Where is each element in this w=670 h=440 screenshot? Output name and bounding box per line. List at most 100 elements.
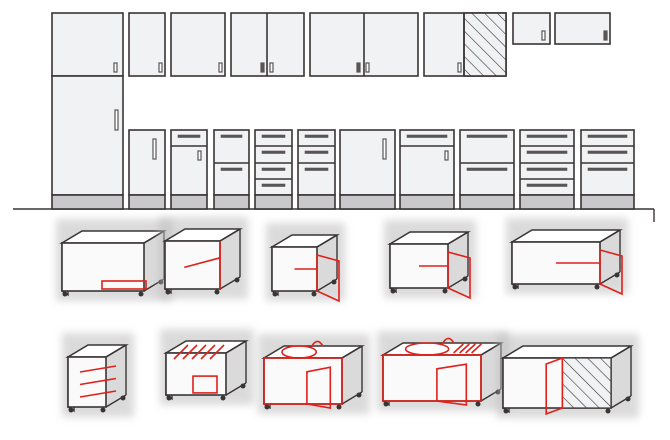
red-faucet xyxy=(310,340,324,349)
base-cabinet xyxy=(339,129,396,210)
handle-horizontal xyxy=(304,134,329,138)
caster-foot xyxy=(100,407,106,413)
plinth xyxy=(519,194,575,210)
caster-foot xyxy=(240,383,246,389)
front-frame xyxy=(382,354,482,402)
isometric-cabinet-sink xyxy=(258,334,370,414)
caster-foot xyxy=(475,401,481,407)
red-shelf xyxy=(79,365,117,373)
front-frame xyxy=(67,356,107,408)
red-open-door xyxy=(436,363,468,406)
caster-foot xyxy=(594,284,600,290)
handle-vertical xyxy=(356,62,361,73)
handle-horizontal xyxy=(261,183,286,187)
red-faucet xyxy=(441,337,455,346)
caster-foot xyxy=(442,288,448,294)
upper-cabinet xyxy=(230,12,305,77)
caster-foot xyxy=(264,404,270,410)
upper-cabinet xyxy=(309,12,419,77)
handle-horizontal xyxy=(406,134,448,138)
caster-foot xyxy=(120,395,126,401)
handle-horizontal xyxy=(261,150,286,154)
handle-vertical xyxy=(260,62,265,73)
red-drawer xyxy=(101,280,147,290)
red-shelf xyxy=(79,390,117,398)
base-cabinet-body xyxy=(170,129,208,196)
caster-foot xyxy=(165,289,171,295)
red-frame xyxy=(263,357,343,405)
handle-horizontal xyxy=(304,150,329,154)
handle-horizontal xyxy=(220,134,243,138)
handle-vertical xyxy=(197,150,202,161)
base-cabinet xyxy=(254,129,293,210)
base-cabinet xyxy=(399,129,455,210)
caster-foot xyxy=(138,291,144,297)
red-rack-bar xyxy=(209,344,225,360)
handle-horizontal xyxy=(466,134,508,138)
caster-foot xyxy=(614,272,620,278)
handle-vertical xyxy=(152,138,157,160)
handle-vertical xyxy=(269,62,274,73)
caster-foot xyxy=(512,284,518,290)
caster-foot xyxy=(220,395,226,401)
red-open-door xyxy=(599,248,623,296)
caster-foot xyxy=(462,276,468,282)
isometric-cabinet-door-open xyxy=(266,223,345,303)
red-frame xyxy=(382,354,482,402)
handle-vertical xyxy=(444,150,449,161)
upper-cabinet xyxy=(51,12,124,77)
red-rack-bar xyxy=(173,344,189,360)
handle-horizontal xyxy=(220,167,243,171)
plinth xyxy=(51,194,124,210)
caster-foot xyxy=(214,289,220,295)
handle-vertical xyxy=(382,138,387,160)
caster-foot xyxy=(272,291,278,297)
edge xyxy=(599,229,621,243)
upper-cabinet-body xyxy=(51,12,124,77)
caster-foot xyxy=(336,404,342,410)
handle-horizontal xyxy=(587,134,628,138)
handle-horizontal xyxy=(526,183,568,187)
caster-foot xyxy=(390,288,396,294)
handle-horizontal xyxy=(587,167,628,171)
handle-vertical xyxy=(541,30,546,41)
edge xyxy=(610,345,632,359)
caster-foot xyxy=(68,407,74,413)
caster-foot xyxy=(311,291,317,297)
handle-vertical xyxy=(457,62,462,73)
isometric-cabinet-wide-door-open xyxy=(506,218,628,296)
red-open-door xyxy=(545,356,564,416)
caster-foot xyxy=(605,408,611,414)
upper-cabinet xyxy=(423,12,507,77)
red-drainer-groove xyxy=(459,343,470,354)
edge xyxy=(316,234,338,248)
base-cabinet xyxy=(213,129,250,210)
upper-cabinet-body xyxy=(170,12,226,77)
upper-cabinet xyxy=(512,12,551,45)
tall-cabinet-door xyxy=(51,75,124,196)
plinth xyxy=(213,194,250,210)
base-cabinet xyxy=(459,129,515,210)
plinth xyxy=(170,194,208,210)
top-frame xyxy=(500,345,634,359)
handle-vertical xyxy=(218,62,223,73)
handle-vertical xyxy=(114,109,119,131)
handle-horizontal xyxy=(526,134,568,138)
tall-cabinet-lower xyxy=(51,75,124,210)
plinth xyxy=(459,194,515,210)
upper-cabinet xyxy=(554,12,611,45)
elevation-view xyxy=(13,12,655,222)
caster-foot xyxy=(356,392,362,398)
hatched-corner-panel xyxy=(561,357,612,409)
isometric-cabinet-corner xyxy=(497,334,639,418)
edge xyxy=(341,345,363,359)
isometric-cabinet-shelf xyxy=(159,217,248,299)
red-open-door xyxy=(447,250,471,300)
isometric-cabinet-narrow-shelves xyxy=(62,333,134,417)
base-cabinet xyxy=(580,129,635,210)
upper-cabinet xyxy=(170,12,226,77)
base-cabinet-body xyxy=(339,129,396,196)
handle-horizontal xyxy=(587,150,628,154)
handle-vertical xyxy=(113,62,118,73)
isometric-cabinet-sink-drainer xyxy=(377,331,509,411)
